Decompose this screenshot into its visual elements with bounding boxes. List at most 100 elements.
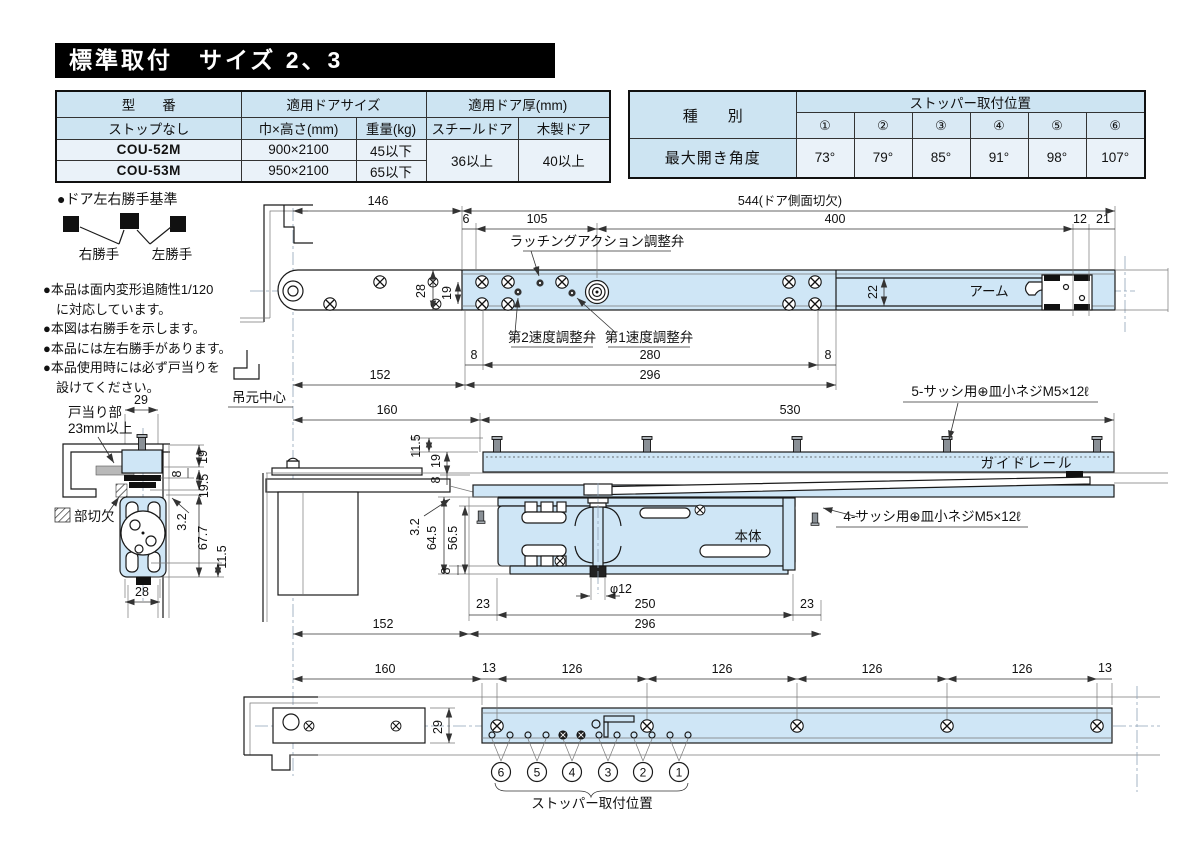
angle-col-kind: 種 別 bbox=[628, 90, 797, 139]
bottom-plate bbox=[272, 707, 426, 744]
weight-cou53m: 65以下 bbox=[355, 159, 427, 182]
top-view-right-edge bbox=[1072, 224, 1169, 332]
dim-28: 28 bbox=[414, 284, 428, 298]
speed1-valve-icon bbox=[568, 289, 576, 297]
dim-23r: 23 bbox=[800, 597, 814, 611]
dim-19: 19 bbox=[440, 286, 454, 300]
spec-col-door-size: 適用ドアサイズ bbox=[240, 90, 427, 118]
dim-11-5s: 11.5 bbox=[215, 545, 229, 568]
model-cou52m: COU-52M bbox=[55, 138, 242, 161]
section-view: 29 戸当り部 23mm以上 部切欠 bbox=[54, 393, 229, 618]
pos-5: ⑤ bbox=[1027, 112, 1087, 139]
arm-top bbox=[836, 274, 1093, 311]
dim-3-2: 3.2 bbox=[408, 518, 422, 535]
dim-152: 152 bbox=[370, 368, 391, 382]
max-angle-label: 最大開き角度 bbox=[628, 138, 797, 178]
stopper-1: 1 bbox=[676, 766, 683, 780]
stopper-2: 2 bbox=[640, 766, 647, 780]
dim-8r: 8 bbox=[825, 348, 832, 362]
doorstop-label-1: 戸当り部 bbox=[68, 405, 122, 420]
cutout-region bbox=[115, 483, 128, 498]
top-view-dimensions: 146 544(ドア側面切欠) 6 105 400 12 21 28 19 22… bbox=[293, 193, 1116, 390]
speed1-valve-label: 第1速度調整弁 bbox=[605, 329, 694, 345]
dim-105: 105 bbox=[527, 212, 548, 226]
dim-28s: 28 bbox=[135, 585, 149, 599]
guide-rail-side: ガイドレール bbox=[482, 436, 1115, 473]
spec-sub-stop: ストップなし bbox=[55, 116, 242, 140]
left-hand-label: 左勝手 bbox=[152, 247, 193, 262]
dim-126a: 126 bbox=[562, 662, 583, 676]
rail-section bbox=[121, 449, 163, 474]
angle-5: 98° bbox=[1027, 138, 1087, 178]
angle-table: 種 別 ストッパー取付位置 ① ② ③ ④ ⑤ ⑥ 最大開き角度 73° 79°… bbox=[628, 90, 1146, 179]
arm-hook bbox=[1024, 281, 1043, 296]
dim-13l: 13 bbox=[482, 661, 496, 675]
hinge-center-label: 吊元中心 bbox=[232, 390, 286, 405]
note-line: ●本品には左右勝手があります。 bbox=[43, 340, 232, 356]
frame-channel bbox=[62, 443, 170, 498]
dim-544: 544(ドア側面切欠) bbox=[738, 193, 842, 208]
dim-8b: 8 bbox=[439, 567, 453, 574]
pos-2: ② bbox=[853, 112, 913, 139]
dim-6: 6 bbox=[463, 212, 470, 226]
side-view-dimensions: 160 530 11.5 19 8 3.2 64.5 56.5 8 bbox=[293, 403, 1115, 638]
angle-header: ストッパー取付位置 bbox=[795, 90, 1146, 113]
spec-table: 型 番 適用ドアサイズ 適用ドア厚(mm) ストップなし 巾×高さ(mm) 重量… bbox=[55, 90, 611, 183]
speed2-valve-icon bbox=[514, 288, 522, 296]
side-view: ガイドレール bbox=[262, 384, 1168, 638]
spec-col-model: 型 番 bbox=[55, 90, 242, 118]
handing-heading: ●ドア左右勝手基準 bbox=[57, 191, 178, 207]
spec-sub-wood: 木製ドア bbox=[517, 116, 611, 140]
note-line: に対応しています。 bbox=[43, 301, 172, 317]
cutout-label: 部切欠 bbox=[74, 509, 115, 524]
stopper-position-label: ストッパー取付位置 bbox=[531, 796, 653, 811]
dim-67-7: 67.7 bbox=[196, 526, 210, 550]
dim-19s: 19 bbox=[196, 450, 210, 464]
stopper-4: 4 bbox=[569, 766, 576, 780]
section-dimensions: 19 8 19.5 3.2 67.7 11.5 28 bbox=[124, 444, 229, 606]
spec-sub-steel: スチールドア bbox=[425, 116, 519, 140]
top-view-frame bbox=[233, 204, 313, 380]
bottom-view-dimensions: 160 13 126 126 126 126 13 bbox=[293, 661, 1113, 719]
stopper-6: 6 bbox=[498, 766, 505, 780]
dim-126b: 126 bbox=[712, 662, 733, 676]
dim-13r: 13 bbox=[1098, 661, 1112, 675]
speed2-valve-label: 第2速度調整弁 bbox=[508, 329, 597, 345]
dim-29b: 29 bbox=[431, 720, 445, 734]
model-cou53m: COU-53M bbox=[55, 159, 242, 182]
dim-530: 530 bbox=[780, 403, 801, 417]
spec-sub-weight: 重量(kg) bbox=[355, 116, 427, 140]
weight-cou52m: 45以下 bbox=[355, 138, 427, 161]
dim-22: 22 bbox=[866, 285, 880, 299]
door-handing-diagram: 右勝手 左勝手 bbox=[63, 213, 192, 262]
dim-12: 12 bbox=[1073, 212, 1087, 226]
right-hand-label: 右勝手 bbox=[79, 247, 120, 262]
screw4-label: 4-サッシ用⊕皿小ネジM5×12ℓ bbox=[843, 509, 1021, 524]
side-view-screw-labels: 5-サッシ用⊕皿小ネジM5×12ℓ 4-サッシ用⊕皿小ネジM5×12ℓ bbox=[822, 384, 1098, 528]
dim-23l: 23 bbox=[476, 597, 490, 611]
closer-body-top bbox=[475, 275, 822, 311]
pos-3: ③ bbox=[911, 112, 971, 139]
pos-1: ① bbox=[795, 112, 855, 139]
dim-152b: 152 bbox=[373, 617, 394, 631]
stopper-3: 3 bbox=[605, 766, 612, 780]
brace bbox=[494, 782, 689, 799]
dim-296: 296 bbox=[640, 368, 661, 382]
slide-plate bbox=[277, 269, 462, 311]
dim-19: 19 bbox=[429, 454, 443, 468]
angle-4: 91° bbox=[969, 138, 1029, 178]
dim-8a: 8 bbox=[429, 476, 443, 483]
top-view-labels: ラッチングアクション調整弁 第2速度調整弁 第1速度調整弁 アーム 吊元中心 bbox=[228, 234, 1018, 408]
note-line: ●本品使用時には必ず戸当りを bbox=[43, 360, 220, 375]
dim-250: 250 bbox=[635, 597, 656, 611]
dim-19-5: 19.5 bbox=[197, 474, 211, 498]
screw5-label: 5-サッシ用⊕皿小ネジM5×12ℓ bbox=[911, 384, 1089, 399]
dim-21: 21 bbox=[1096, 212, 1110, 226]
bottom-view: 29 6 5 4 3 bbox=[243, 661, 1160, 811]
dim-56-5: 56.5 bbox=[446, 526, 460, 550]
angle-2: 79° bbox=[853, 138, 913, 178]
angle-1: 73° bbox=[795, 138, 855, 178]
dim-280: 280 bbox=[640, 348, 661, 362]
note-line: ●本図は右勝手を示します。 bbox=[43, 321, 206, 336]
dim-160: 160 bbox=[377, 403, 398, 417]
